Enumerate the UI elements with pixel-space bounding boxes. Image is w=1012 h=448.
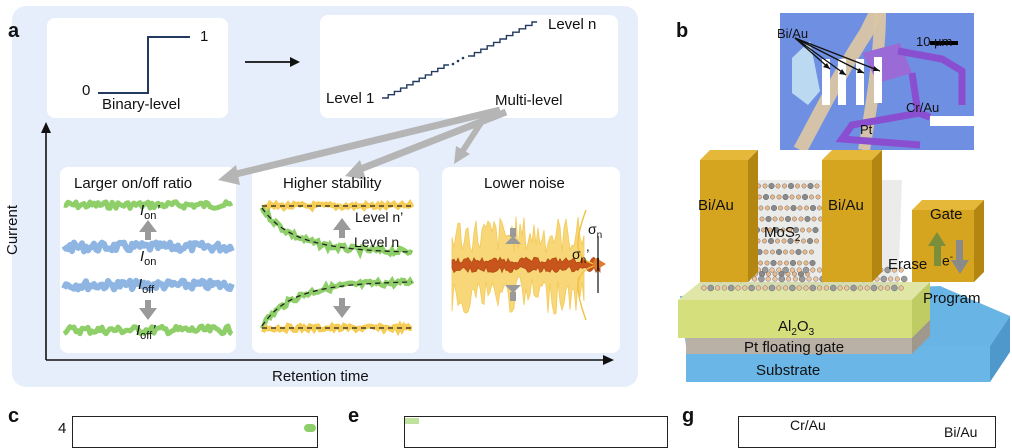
x-axis-label: Retention time [272, 368, 369, 385]
level-n-stability-label: Level n [354, 234, 400, 250]
panel-e-trace [405, 418, 419, 424]
pt-micro-label: Pt [860, 122, 873, 137]
cr-au-micro-label: Cr/Au [906, 100, 940, 115]
erase-label: Erase [888, 256, 928, 273]
panel-g-label: g [682, 405, 695, 427]
multi-level-staircase [382, 21, 538, 99]
i-on-prime-label: Ion’ [140, 202, 160, 222]
program-label: Program [923, 290, 981, 307]
gate-label: Gate [930, 206, 963, 223]
binary-low-label: 0 [82, 82, 91, 99]
mos2-label: MoS2 [764, 224, 801, 244]
binary-level-box [47, 18, 228, 118]
sigma-n-label: σn [588, 221, 603, 241]
panel-c-label: c [8, 405, 20, 427]
panel-g-text-1: Cr/Au [790, 417, 826, 433]
level-1-label: Level 1 [326, 90, 375, 107]
level-n-prime-label: Level n’ [355, 209, 404, 225]
stability-box [252, 167, 419, 353]
on-off-ratio-box [60, 167, 236, 353]
current-retention-axes [41, 122, 614, 365]
stability-title: Higher stability [283, 175, 382, 192]
panel-c-frame [72, 416, 318, 448]
panel-e-label: e [348, 405, 360, 427]
panel-g-text-2: Bi/Au [944, 424, 978, 440]
substrate-label: Substrate [756, 362, 821, 379]
on-off-traces [61, 199, 235, 337]
on-off-ratio-title: Larger on/off ratio [74, 175, 193, 192]
panel-a: a 0 1 Binary-level Level 1 Level n Multi… [4, 6, 638, 387]
panel-b: b Bi/Au 10 µm Cr/Au Pt [640, 0, 1012, 392]
panel-b-label: b [676, 20, 689, 42]
bi-au-right-label: Bi/Au [828, 197, 864, 214]
multi-level-caption: Multi-level [495, 92, 563, 109]
al2o3-label: Al2O3 [778, 318, 815, 338]
electron-label: e- [942, 252, 954, 269]
i-off-prime-label: Ioff’ [136, 322, 156, 342]
binary-step-curve [98, 36, 190, 94]
bi-au-micro-label: Bi/Au [777, 26, 809, 41]
bi-au-left-label: Bi/Au [698, 197, 734, 214]
multi-level-arrows [218, 106, 508, 185]
level-n-label: Level n [548, 16, 597, 33]
stability-traces [259, 198, 415, 337]
sigma-n-prime-label: σn’ [572, 246, 590, 266]
scale-bar-label: 10 µm [916, 34, 953, 49]
panel-a-label: a [8, 20, 20, 42]
panel-c-trace [304, 424, 316, 432]
binary-to-multi-arrow [245, 57, 300, 67]
noise-traces [451, 209, 606, 321]
device-schematic [678, 150, 1010, 382]
binary-high-label: 1 [200, 28, 209, 45]
panel-e-frame [404, 416, 668, 448]
multi-level-box [320, 15, 618, 118]
i-off-label: Ioff [138, 276, 155, 296]
i-on-label: Ion [140, 248, 157, 268]
pt-floating-gate-label: Pt floating gate [744, 339, 845, 356]
binary-caption: Binary-level [102, 96, 181, 113]
noise-title: Lower noise [484, 175, 565, 192]
device-micrograph [780, 13, 974, 150]
panel-c-tick: 4 [58, 420, 67, 437]
